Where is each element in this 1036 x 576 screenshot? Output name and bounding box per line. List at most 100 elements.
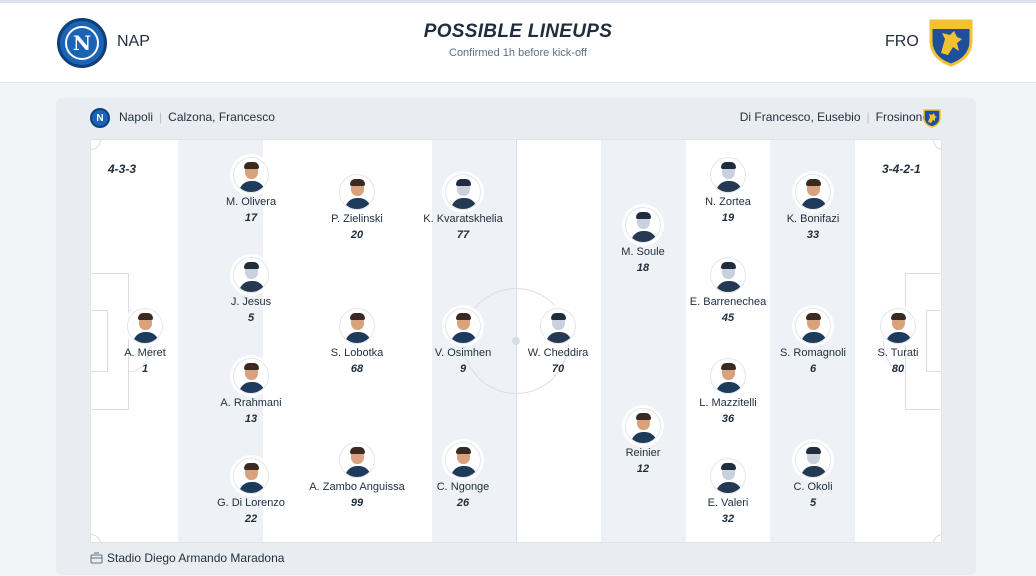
player-card[interactable]: E. Barrenechea 45	[673, 257, 783, 324]
player-placeholder-icon	[710, 257, 746, 293]
player-name: S. Lobotka	[330, 347, 384, 359]
player-name: S. Romagnoli	[779, 347, 847, 359]
player-photo	[795, 308, 831, 344]
player-name: V. Osimhen	[434, 347, 492, 359]
player-card[interactable]: A. Zambo Anguissa 99	[302, 442, 412, 509]
player-card[interactable]: A. Rrahmani 13	[196, 358, 306, 425]
player-card[interactable]: S. Turati 80	[843, 308, 953, 375]
player-number: 5	[809, 497, 817, 509]
player-number: 9	[459, 363, 467, 375]
corner-arc	[91, 534, 101, 542]
player-name: N. Zortea	[705, 196, 751, 208]
player-photo	[880, 308, 916, 344]
player-name: C. Ngonge	[436, 481, 490, 493]
player-photo	[710, 358, 746, 394]
player-card[interactable]: C. Ngonge 26	[408, 442, 518, 509]
top-accent-bar	[0, 0, 1036, 3]
away-team-name[interactable]: Frosinone	[875, 110, 929, 124]
player-photo	[625, 408, 661, 444]
corner-arc	[933, 140, 941, 150]
home-team-info: Napoli|Calzona, Francesco	[119, 110, 275, 124]
player-name: P. Zielinski	[331, 213, 383, 225]
lineup-card-header: N Napoli|Calzona, Francesco Di Francesco…	[56, 98, 976, 138]
home-team-code[interactable]: NAP	[117, 33, 150, 50]
player-card[interactable]: V. Osimhen 9	[408, 308, 518, 375]
napoli-logo[interactable]: N	[57, 18, 107, 68]
player-name: K. Bonifazi	[786, 213, 840, 225]
player-name: J. Jesus	[230, 296, 272, 308]
player-name: C. Okoli	[793, 481, 833, 493]
frosinone-small-logo[interactable]	[922, 108, 942, 128]
player-photo	[339, 174, 375, 210]
home-formation: 4-3-3	[108, 162, 137, 176]
corner-arc	[91, 140, 101, 150]
player-card[interactable]: L. Mazzitelli 36	[673, 358, 783, 425]
player-number: 22	[244, 513, 258, 525]
player-card[interactable]: N. Zortea 19	[673, 157, 783, 224]
player-name: M. Soule	[621, 246, 665, 258]
player-photo	[233, 358, 269, 394]
player-name: M. Olivera	[225, 196, 277, 208]
player-name: Reinier	[625, 447, 661, 459]
player-photo	[445, 442, 481, 478]
player-number: 45	[721, 312, 735, 324]
player-number: 1	[141, 363, 149, 375]
player-number: 33	[806, 229, 820, 241]
player-placeholder-icon	[540, 308, 576, 344]
player-name: L. Mazzitelli	[699, 397, 757, 409]
player-card[interactable]: K. Kvaratskhelia 77	[408, 174, 518, 241]
away-coach[interactable]: Di Francesco, Eusebio	[739, 110, 861, 124]
home-goal-box	[91, 310, 108, 372]
away-team-info: Di Francesco, Eusebio | Frosinone	[740, 110, 929, 124]
player-name: S. Turati	[877, 347, 919, 359]
home-team-name[interactable]: Napoli	[119, 110, 154, 124]
player-card[interactable]: S. Romagnoli 6	[758, 308, 868, 375]
player-photo	[339, 308, 375, 344]
away-goal-box	[926, 310, 941, 372]
player-number: 77	[456, 229, 470, 241]
center-spot	[512, 337, 520, 345]
napoli-logo-letter: N	[65, 26, 99, 60]
player-name: K. Kvaratskhelia	[423, 213, 503, 225]
player-card[interactable]: Reinier 12	[588, 408, 698, 475]
player-card[interactable]: K. Bonifazi 33	[758, 174, 868, 241]
player-card[interactable]: W. Cheddira 70	[503, 308, 613, 375]
page-title: POSSIBLE LINEUPS	[423, 21, 613, 42]
player-name: A. Rrahmani	[220, 397, 282, 409]
napoli-small-logo[interactable]: N	[90, 108, 110, 128]
player-number: 13	[244, 413, 258, 425]
player-card[interactable]: S. Lobotka 68	[302, 308, 412, 375]
corner-arc	[933, 534, 941, 542]
player-number: 68	[350, 363, 364, 375]
player-placeholder-icon	[710, 458, 746, 494]
player-card[interactable]: J. Jesus 5	[196, 257, 306, 324]
player-photo	[233, 458, 269, 494]
player-card[interactable]: G. Di Lorenzo 22	[196, 458, 306, 525]
player-name: A. Zambo Anguissa	[309, 481, 405, 493]
away-info-separator: |	[866, 110, 870, 124]
home-penalty-box	[91, 273, 129, 410]
player-number: 19	[721, 212, 735, 224]
stadium-info: Stadio Diego Armando Maradona	[90, 551, 284, 565]
home-coach[interactable]: Calzona, Francesco	[168, 110, 275, 124]
player-number: 36	[721, 413, 735, 425]
player-card[interactable]: P. Zielinski 20	[302, 174, 412, 241]
player-name: E. Valeri	[707, 497, 749, 509]
player-card[interactable]: A. Meret 1	[90, 308, 200, 375]
player-number: 32	[721, 513, 735, 525]
player-number: 26	[456, 497, 470, 509]
away-team-code[interactable]: FRO	[885, 33, 919, 50]
away-formation: 3-4-2-1	[882, 162, 921, 176]
player-placeholder-icon	[233, 257, 269, 293]
player-name: A. Meret	[124, 347, 166, 359]
player-placeholder-icon	[710, 157, 746, 193]
stadium-icon	[90, 552, 103, 564]
frosinone-logo[interactable]	[926, 17, 976, 67]
player-card[interactable]: E. Valeri 32	[673, 458, 783, 525]
player-placeholder-icon	[625, 207, 661, 243]
stadium-name: Stadio Diego Armando Maradona	[107, 551, 285, 565]
player-card[interactable]: M. Olivera 17	[196, 157, 306, 224]
player-card[interactable]: M. Soule 18	[588, 207, 698, 274]
player-card[interactable]: C. Okoli 5	[758, 442, 868, 509]
player-name: G. Di Lorenzo	[217, 497, 285, 509]
